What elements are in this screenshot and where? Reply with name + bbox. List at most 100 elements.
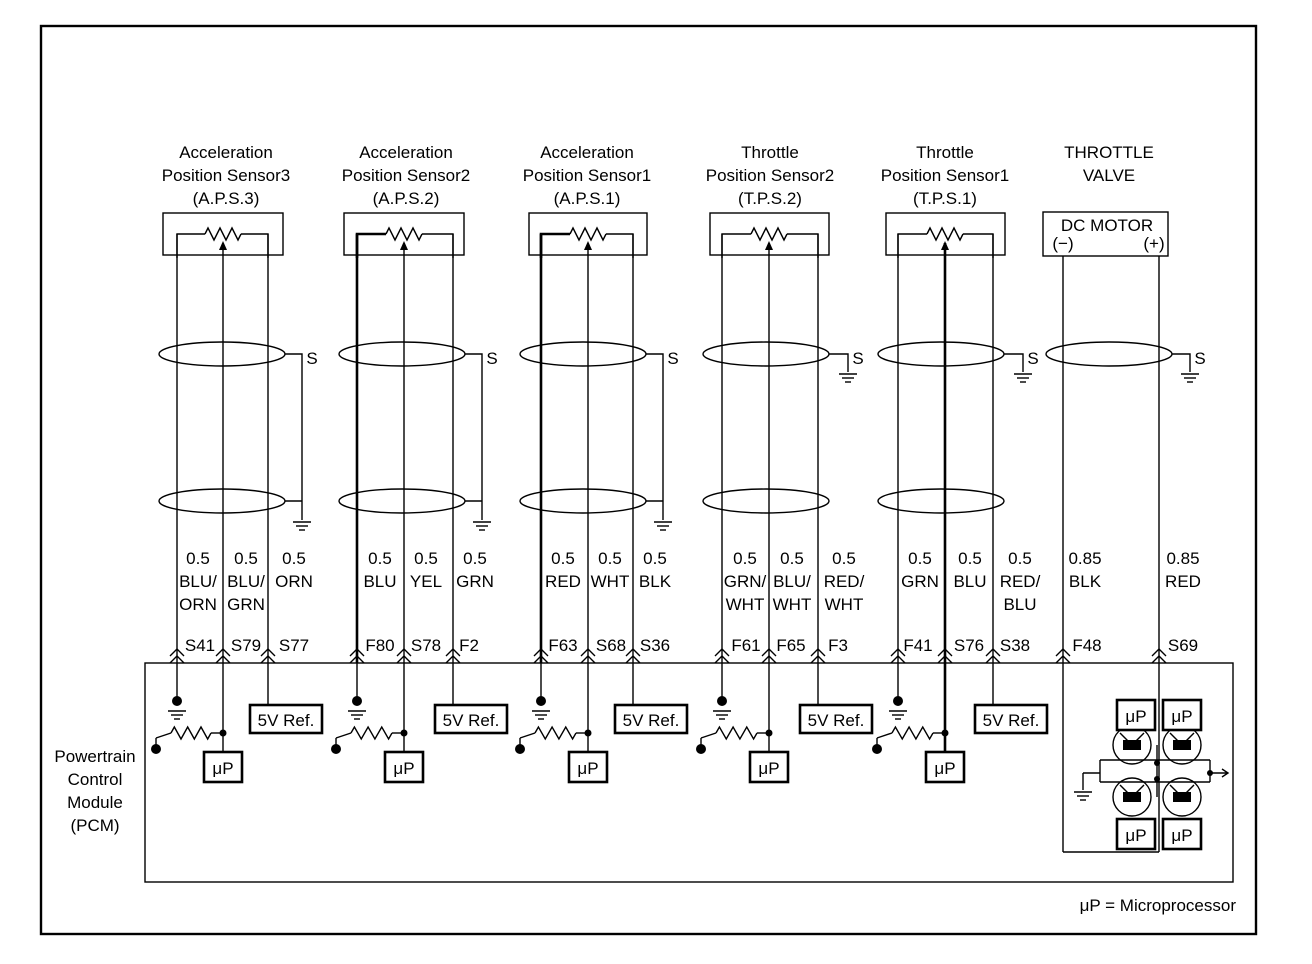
- shield-lower: [702, 488, 830, 514]
- wire-size: 0.5: [368, 549, 392, 568]
- throttle-valve-title: THROTTLE VALVE: [1064, 143, 1154, 185]
- pullup-source-dot: [515, 744, 525, 754]
- wire-color: BLU/: [227, 572, 265, 591]
- transistor-base: [1173, 740, 1191, 750]
- shield-upper: [877, 341, 1005, 367]
- transistor-lead: [1135, 784, 1145, 794]
- pcm-box: [144, 662, 1234, 883]
- ref-5v-box-frame: [433, 703, 509, 735]
- pcm-label-line2: Control: [68, 770, 123, 789]
- potentiometer-icon: [385, 226, 423, 242]
- connector-chevron: [937, 648, 953, 657]
- wire-size: 0.5: [832, 549, 856, 568]
- pin-label: F41: [903, 636, 932, 655]
- sensor-abbrev: (A.P.S.3): [193, 189, 260, 208]
- connector-chevron: [810, 648, 826, 657]
- transistor-lead: [1119, 732, 1129, 742]
- wire-color: ORN: [275, 572, 313, 591]
- pcm-ground-icon: [348, 710, 366, 720]
- wire-color: RED: [1165, 572, 1201, 591]
- microprocessor-box-frame: [1161, 698, 1203, 732]
- sensor-name-line1: Throttle: [741, 143, 799, 162]
- transistor-lead: [1119, 784, 1129, 794]
- shield-ground-icon: [654, 521, 672, 531]
- microprocessor-label: μP: [577, 759, 598, 778]
- connector-chevron: [169, 648, 185, 657]
- pin-label: F48: [1072, 636, 1101, 655]
- shield-label: S: [1027, 349, 1038, 368]
- wire-color: BLU/: [773, 572, 811, 591]
- sensor-name-line2: Position Sensor2: [706, 166, 835, 185]
- microprocessor-box: μP: [924, 750, 966, 784]
- shield-drain-wire: [1004, 353, 1024, 372]
- wire-color-2: BLU: [1003, 595, 1036, 614]
- connector-chevron: [890, 648, 906, 657]
- microprocessor-label: μP: [1125, 707, 1146, 726]
- wire-size: 0.5: [463, 549, 487, 568]
- connector-pin-icon: [215, 648, 231, 664]
- ref-5v-box-frame: [613, 703, 689, 735]
- connector-chevron: [937, 655, 953, 664]
- pcm-label-line3: Module: [67, 793, 123, 812]
- pullup-resistor-icon: [715, 725, 758, 741]
- transistor-lead: [1169, 732, 1179, 742]
- potentiometer-icon: [569, 226, 607, 242]
- pin-label: S78: [411, 636, 441, 655]
- transistor-lead: [1185, 732, 1195, 742]
- shield-upper: [1045, 341, 1173, 367]
- wire-size: 0.5: [908, 549, 932, 568]
- transistor-outline: [1112, 777, 1152, 817]
- microprocessor-box: μP: [567, 750, 609, 784]
- pcm-ground-icon: [168, 710, 186, 720]
- pin-label: S36: [640, 636, 670, 655]
- connector-pin-icon: [533, 648, 549, 664]
- connector-chevron: [260, 655, 276, 664]
- connector-pin-icon: [985, 648, 1001, 664]
- pcm-label-line1: Powertrain: [54, 747, 135, 766]
- pin-label: S38: [1000, 636, 1030, 655]
- sensor-name-line1: Acceleration: [359, 143, 453, 162]
- connector-chevron: [1055, 648, 1071, 657]
- microprocessor-box: μP: [748, 750, 790, 784]
- shield-ground-icon: [839, 373, 857, 383]
- sensor-name-line2: Position Sensor3: [162, 166, 291, 185]
- pin-label: S76: [954, 636, 984, 655]
- ground-junction-dot: [893, 696, 903, 706]
- wire-size: 0.5: [551, 549, 575, 568]
- microprocessor-label: μP: [393, 759, 414, 778]
- connector-chevron: [985, 648, 1001, 657]
- bridge-ground-icon: [1074, 791, 1092, 801]
- wire-size: 0.5: [414, 549, 438, 568]
- shield-ground-icon: [473, 521, 491, 531]
- wire-color: BLU: [363, 572, 396, 591]
- wire-color: RED/: [1000, 572, 1041, 591]
- ground-junction-dot: [172, 696, 182, 706]
- transistor-base: [1123, 740, 1141, 750]
- pullup-resistor-icon: [534, 725, 577, 741]
- shield-label: S: [1194, 349, 1205, 368]
- microprocessor-label: μP: [758, 759, 779, 778]
- ref-5v-box: 5V Ref.: [248, 703, 324, 735]
- pin-label: F3: [828, 636, 848, 655]
- pullup-lead: [700, 732, 717, 739]
- shield-drain-wire: [465, 353, 483, 520]
- connector-chevron: [349, 648, 365, 657]
- pcm-label-line4: (PCM): [70, 816, 119, 835]
- connector-chevron: [761, 655, 777, 664]
- shield-drain-wire: [829, 353, 849, 372]
- connector-pin-icon: [445, 648, 461, 664]
